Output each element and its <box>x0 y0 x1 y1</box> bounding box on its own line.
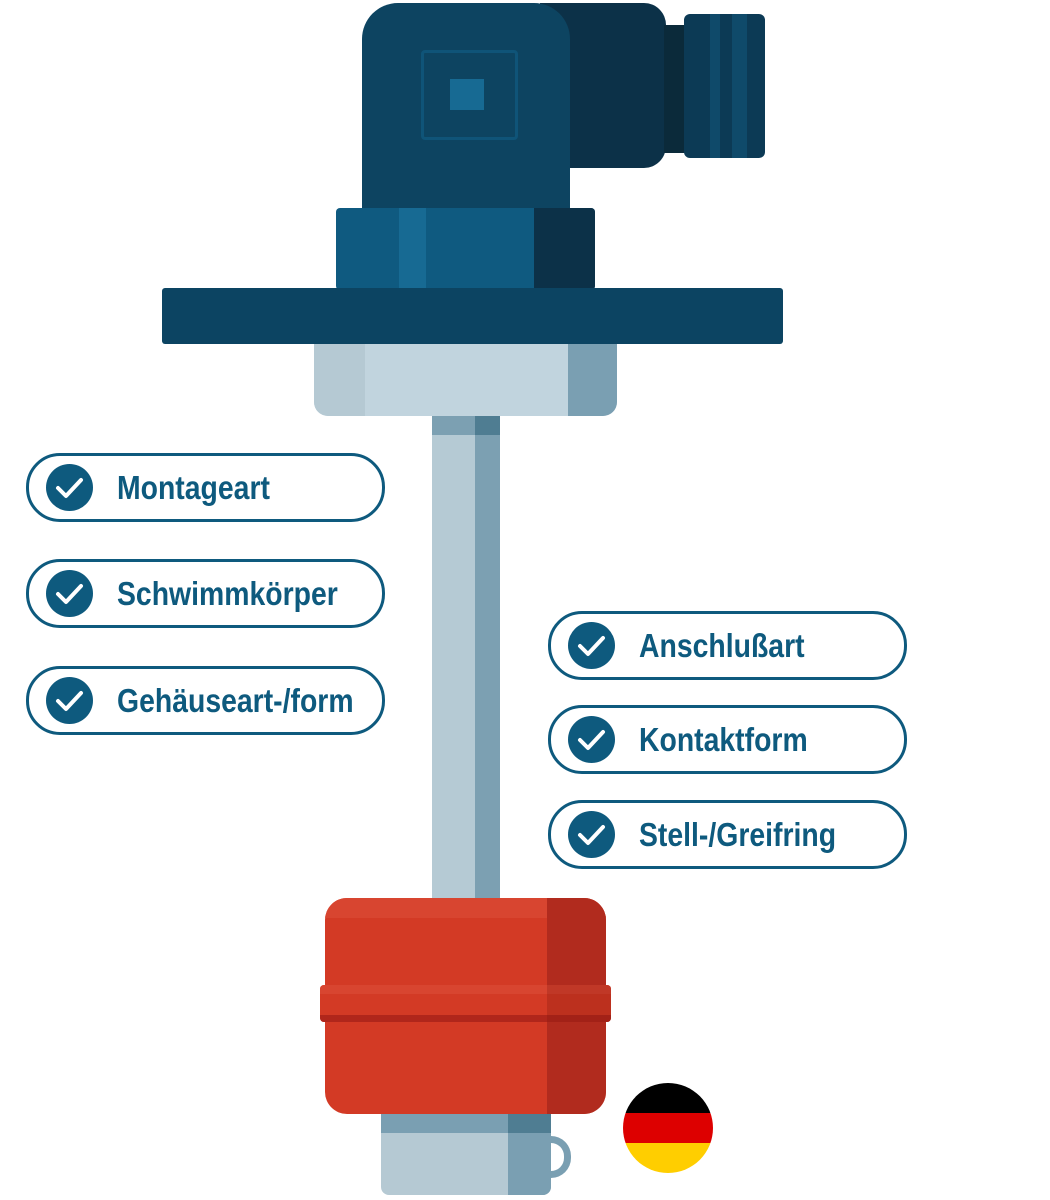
feature-stell-greifring: Stell-/Greifring <box>548 800 907 869</box>
check-icon <box>568 622 615 669</box>
housing-window <box>421 50 518 140</box>
bottom-stop-ring <box>381 1110 551 1195</box>
check-icon <box>568 716 615 763</box>
feature-montageart: Montageart <box>26 453 385 522</box>
feature-label: Montageart <box>117 469 270 506</box>
connector-plug <box>684 14 765 158</box>
float-band <box>320 985 611 1022</box>
feature-label: Kontaktform <box>639 721 808 758</box>
feature-label: Stell-/Greifring <box>639 816 837 853</box>
check-icon <box>568 811 615 858</box>
check-icon <box>46 570 93 617</box>
feature-label: Anschlußart <box>639 627 805 664</box>
feature-label: Schwimmkörper <box>117 575 338 612</box>
check-icon <box>46 464 93 511</box>
mounting-flange <box>162 288 783 344</box>
guide-rod <box>432 416 500 900</box>
housing-led <box>450 79 484 110</box>
stop-ring-handle <box>540 1136 571 1178</box>
feature-kontaktform: Kontaktform <box>548 705 907 774</box>
feature-gehaeuseart: Gehäuseart-/form <box>26 666 385 735</box>
check-icon <box>46 677 93 724</box>
feature-schwimmkoerper: Schwimmkörper <box>26 559 385 628</box>
flange-collar <box>314 344 617 416</box>
housing-nut <box>336 208 595 290</box>
feature-label: Gehäuseart-/form <box>117 682 354 719</box>
germany-flag-icon <box>623 1083 713 1173</box>
feature-anschlussart: Anschlußart <box>548 611 907 680</box>
